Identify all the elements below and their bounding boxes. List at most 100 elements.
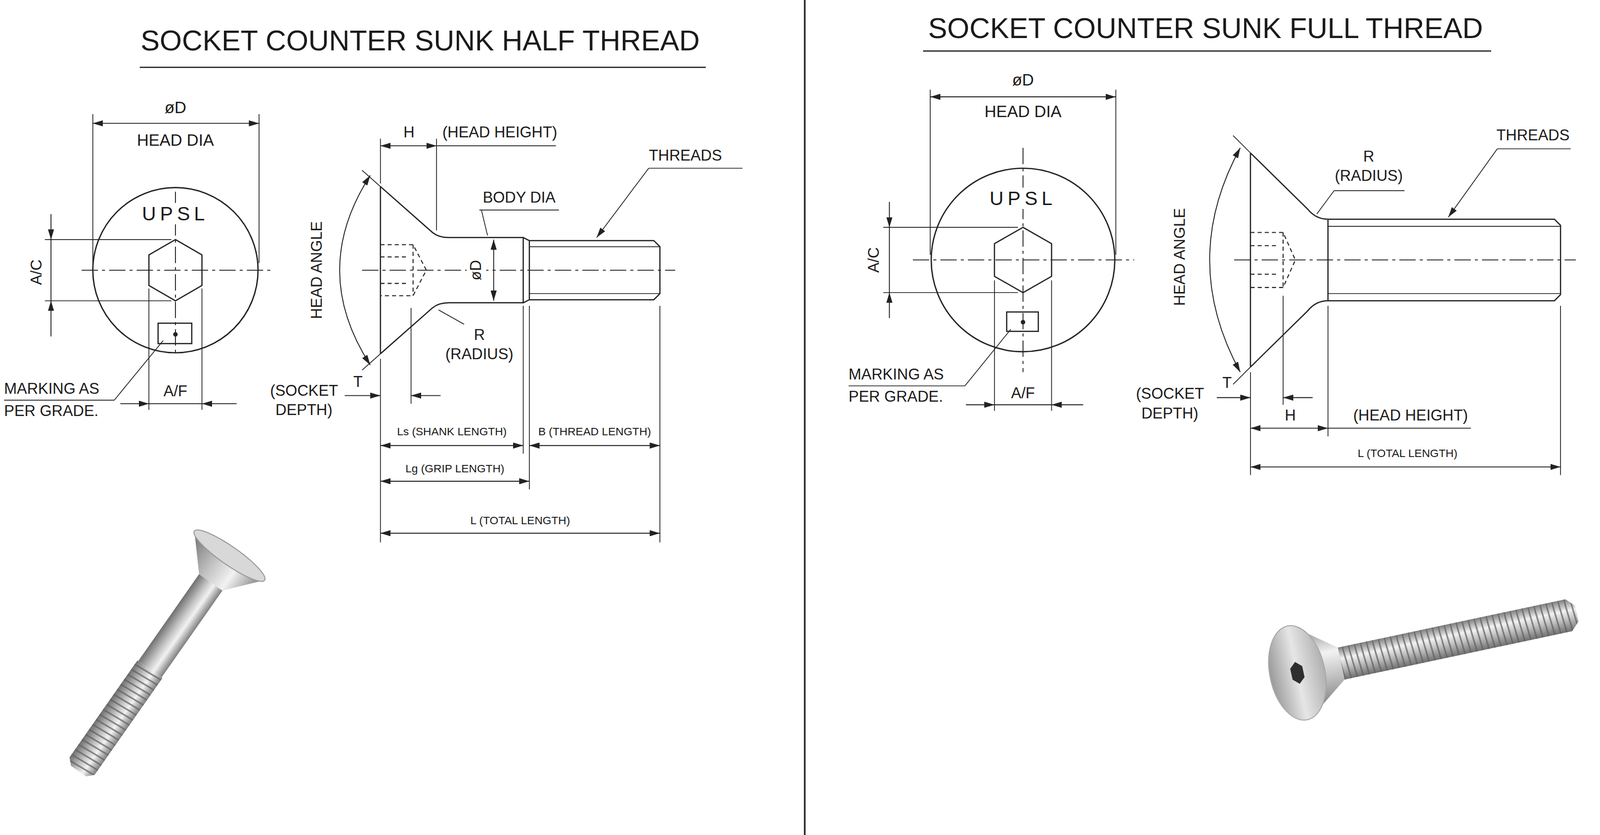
screw-thread — [1336, 597, 1581, 681]
extension-line — [1559, 305, 1561, 476]
extension-line — [201, 288, 203, 411]
extension-line — [1233, 367, 1251, 385]
dimension-label: (SOCKET DEPTH) — [1135, 384, 1204, 423]
dimension-line — [148, 403, 202, 405]
dimension-label: A/F — [1011, 384, 1036, 404]
thread-minor-line — [529, 293, 660, 295]
dimension-line — [344, 395, 381, 397]
dimension-line — [380, 145, 437, 147]
dimension-label: HEAD ANGLE — [1170, 208, 1190, 306]
centerline — [912, 259, 1135, 261]
extension-line — [1282, 295, 1284, 405]
head-text-row: UPSL — [91, 203, 260, 226]
extension-line — [929, 89, 931, 256]
dimension-label: (SOCKET DEPTH) — [269, 381, 338, 420]
callout-label: BODY DIA — [482, 188, 556, 208]
angle-arc — [339, 175, 371, 366]
thread-minor-line — [529, 246, 660, 248]
extension-line — [659, 305, 661, 543]
extension-line — [883, 226, 1018, 228]
dimension-label: øD — [164, 97, 187, 119]
extension-line — [44, 239, 172, 241]
dimension-line — [1250, 466, 1561, 468]
dimension-label: HEAD DIA — [136, 130, 215, 151]
dimension-label: L (TOTAL LENGTH) — [1357, 446, 1458, 461]
leader-line — [114, 340, 164, 401]
brand-mark: UPSL — [987, 187, 1059, 210]
callout-label: R (RADIUS) — [1334, 147, 1403, 186]
head-text-row: UPSL — [930, 187, 1117, 211]
leader-line — [479, 209, 560, 211]
dimension-label: H — [1284, 406, 1296, 427]
extension-line — [1115, 89, 1117, 256]
drawing-title: SOCKET COUNTER SUNK HALF THREAD — [140, 22, 700, 59]
dimension-line — [50, 239, 52, 302]
dimension-label: A/C — [864, 247, 884, 273]
leader-line — [964, 329, 1011, 387]
leader-line — [438, 309, 465, 325]
dimension-line — [888, 227, 890, 293]
dimension-line — [1051, 404, 1083, 406]
dimension-line — [411, 395, 441, 397]
extension-line — [1233, 135, 1251, 153]
extension-line — [92, 114, 94, 263]
dimension-label: T — [353, 372, 363, 392]
thread-texture — [66, 660, 163, 781]
leader-line — [1328, 428, 1471, 430]
dimension-label: (HEAD HEIGHT) — [1353, 406, 1469, 427]
leader-line — [1497, 148, 1571, 150]
marking-dot — [172, 332, 178, 337]
extension-line — [362, 353, 381, 371]
head-outline — [92, 187, 259, 353]
dimension-line — [1283, 397, 1313, 399]
leader-line — [1316, 190, 1335, 215]
angle-arc — [1209, 147, 1241, 373]
extension-line — [362, 170, 381, 187]
marking-dot — [1020, 320, 1026, 325]
extension-line — [528, 305, 530, 490]
centerline — [1022, 147, 1024, 373]
leader-line — [436, 145, 556, 147]
dimension-line — [380, 480, 530, 482]
head-circle: UPSL — [930, 167, 1117, 353]
dimension-label: Lg (GRIP LENGTH) — [405, 462, 505, 476]
dimension-label: Ls (SHANK LENGTH) — [396, 425, 507, 440]
leader-line — [648, 168, 743, 170]
leader-line — [1448, 148, 1498, 217]
screw-photo — [43, 523, 270, 797]
drawing-title: SOCKET COUNTER SUNK FULL THREAD — [928, 10, 1484, 47]
extension-line — [883, 292, 1018, 294]
dimension-line — [380, 445, 524, 447]
extension-line — [1051, 280, 1053, 411]
dimension-line — [888, 202, 890, 228]
extension-line — [1327, 305, 1329, 437]
dimension-label: HEAD ANGLE — [307, 221, 327, 320]
dimension-label: L (TOTAL LENGTH) — [470, 514, 570, 528]
dimension-label: øD — [466, 258, 486, 283]
dimension-label: HEAD DIA — [984, 101, 1062, 123]
head-circle: UPSL — [91, 186, 260, 354]
dimension-line — [50, 301, 52, 337]
head-face — [189, 523, 270, 589]
dimension-line — [50, 214, 52, 240]
leader-line — [3, 399, 115, 401]
centerline — [81, 269, 274, 271]
dimension-label: T — [1222, 374, 1232, 394]
head-face — [379, 186, 381, 354]
screw-photo — [1260, 566, 1587, 726]
extension-line — [1250, 372, 1252, 476]
dimension-line — [1250, 428, 1329, 430]
thread-minor-line — [1328, 225, 1561, 227]
panel-divider — [803, 0, 806, 835]
extension-line — [44, 300, 172, 302]
screw-thread — [66, 660, 163, 781]
head-face — [1260, 620, 1335, 726]
dimension-label: (HEAD HEIGHT) — [442, 123, 558, 143]
title-underline — [139, 66, 706, 68]
callout-label: MARKING AS PER GRADE. — [3, 377, 119, 423]
extension-line — [148, 288, 150, 411]
dimension-line — [1216, 397, 1251, 399]
dimension-line — [493, 239, 495, 302]
marking-box — [1006, 311, 1039, 332]
